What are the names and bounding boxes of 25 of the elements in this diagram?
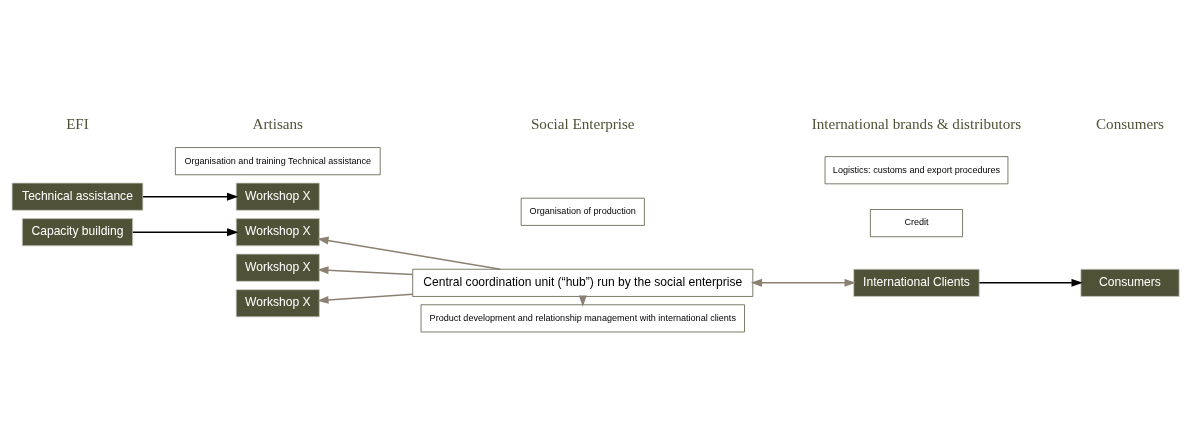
node-box: Technical assistance <box>11 182 144 211</box>
arrow <box>750 278 856 287</box>
arrow <box>132 228 239 237</box>
label: EFI <box>66 116 89 133</box>
arrow <box>142 192 239 201</box>
node-box: Organisation and training Technical assistance <box>175 147 381 176</box>
label: Artisans <box>252 116 303 133</box>
node-box: Consumers <box>1080 268 1180 297</box>
label: International brands & distributors <box>811 116 1022 133</box>
node-box: Workshop X <box>235 289 320 318</box>
node-box: International Clients <box>853 268 980 297</box>
node-box: Workshop X <box>235 253 320 282</box>
node-box: Credit <box>870 209 963 238</box>
arrow <box>978 278 1083 287</box>
label: Consumers <box>1096 116 1165 133</box>
node-box: Workshop X <box>235 218 320 247</box>
node-box: Workshop X <box>235 182 320 211</box>
arrow <box>317 236 502 270</box>
label: Social Enterprise <box>530 116 635 133</box>
node-box: Product development and relationship management with international clients <box>420 304 745 333</box>
node-box: Logistics: customs and export procedures <box>824 156 1009 185</box>
node-box: Organisation of production <box>520 197 645 226</box>
node-box: Capacity building <box>21 218 134 247</box>
arrow <box>317 293 414 304</box>
arrow <box>317 266 414 276</box>
